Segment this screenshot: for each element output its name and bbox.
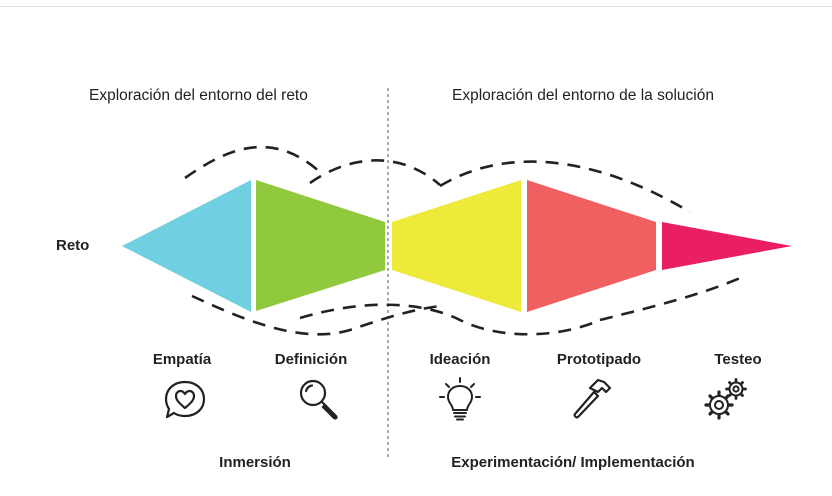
start-label: Reto [56,237,90,254]
shape-prototipado [527,180,656,312]
dashed-flow-curves [184,145,741,336]
shape-ideacion [392,180,521,312]
phase-label-right: Experimentación/ Implementación [451,454,695,471]
gears-icon [702,376,750,424]
dashed-curve-top-left [184,145,321,180]
shape-definicion [256,180,385,311]
stage-label-testeo: Testeo [714,351,762,368]
lightbulb-icon [436,376,484,424]
dashed-curve-bottom-left [191,294,441,336]
stage-label-definicion: Definición [274,351,348,368]
stage-label-prototipado: Prototipado [556,351,642,368]
heart-bubble-icon [161,376,209,424]
hammer-icon [568,376,616,424]
magnifier-icon [294,376,342,424]
dashed-curve-bottom-mid [299,303,601,336]
header-left: Exploración del entorno del reto [89,87,308,104]
phase-label-left: Inmersión [219,454,291,471]
dashed-curve-top-mid [309,159,441,186]
shape-empatia [122,180,251,312]
header-right: Exploración del entorno de la solución [452,87,714,104]
stage-label-empatia: Empatía [152,351,212,368]
shape-testeo [662,222,792,270]
dashed-curve-top-right [439,160,691,214]
top-border [0,6,832,7]
stage-label-ideacion: Ideación [429,351,491,368]
dashed-curve-bottom-right [599,276,741,322]
